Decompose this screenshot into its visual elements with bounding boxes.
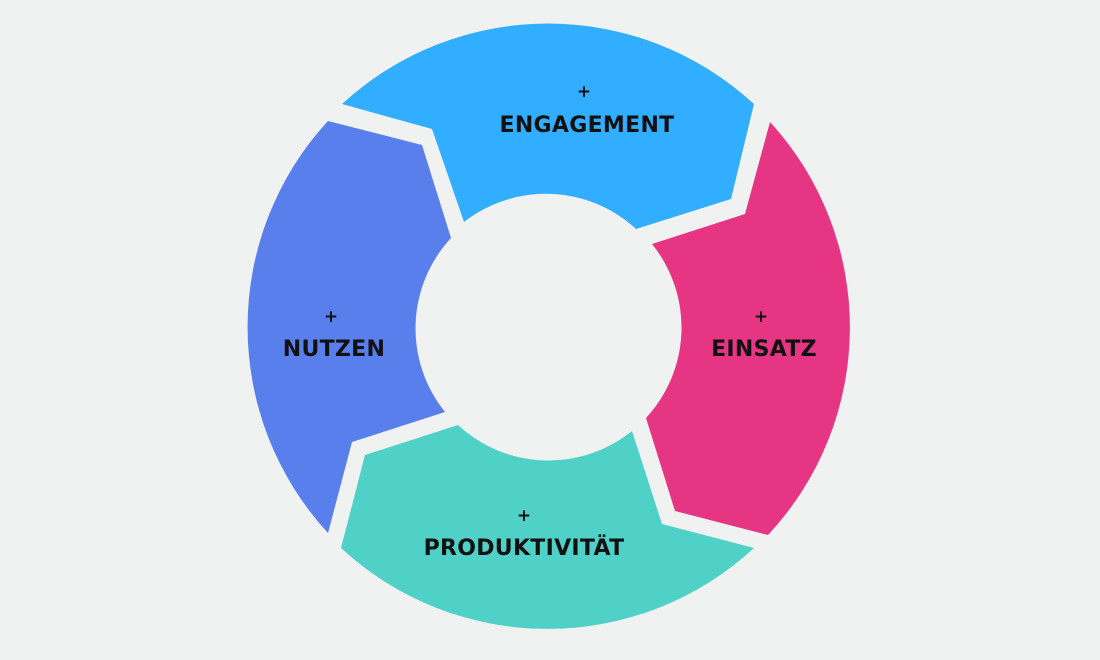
segment-einsatz: + EINSATZ [646, 122, 850, 535]
segment-einsatz-shape [646, 122, 850, 535]
segment-produktivitaet-shape [341, 425, 754, 629]
segment-nutzen-plus: + [324, 307, 338, 327]
segment-engagement: + ENGAGEMENT [342, 23, 754, 229]
segment-nutzen-label: NUTZEN [283, 337, 385, 362]
segment-einsatz-label: EINSATZ [711, 337, 817, 362]
segment-produktivitaet: + PRODUKTIVITÄT [341, 425, 754, 629]
segment-produktivitaet-plus: + [517, 506, 531, 526]
segment-engagement-plus: + [577, 82, 591, 102]
segment-nutzen-shape [247, 121, 451, 533]
segment-einsatz-plus: + [754, 307, 768, 327]
segment-produktivitaet-label: PRODUKTIVITÄT [424, 535, 625, 561]
segment-engagement-label: ENGAGEMENT [500, 113, 675, 138]
segment-nutzen: + NUTZEN [247, 121, 451, 533]
segment-engagement-shape [342, 23, 754, 229]
center-hole [417, 196, 679, 458]
